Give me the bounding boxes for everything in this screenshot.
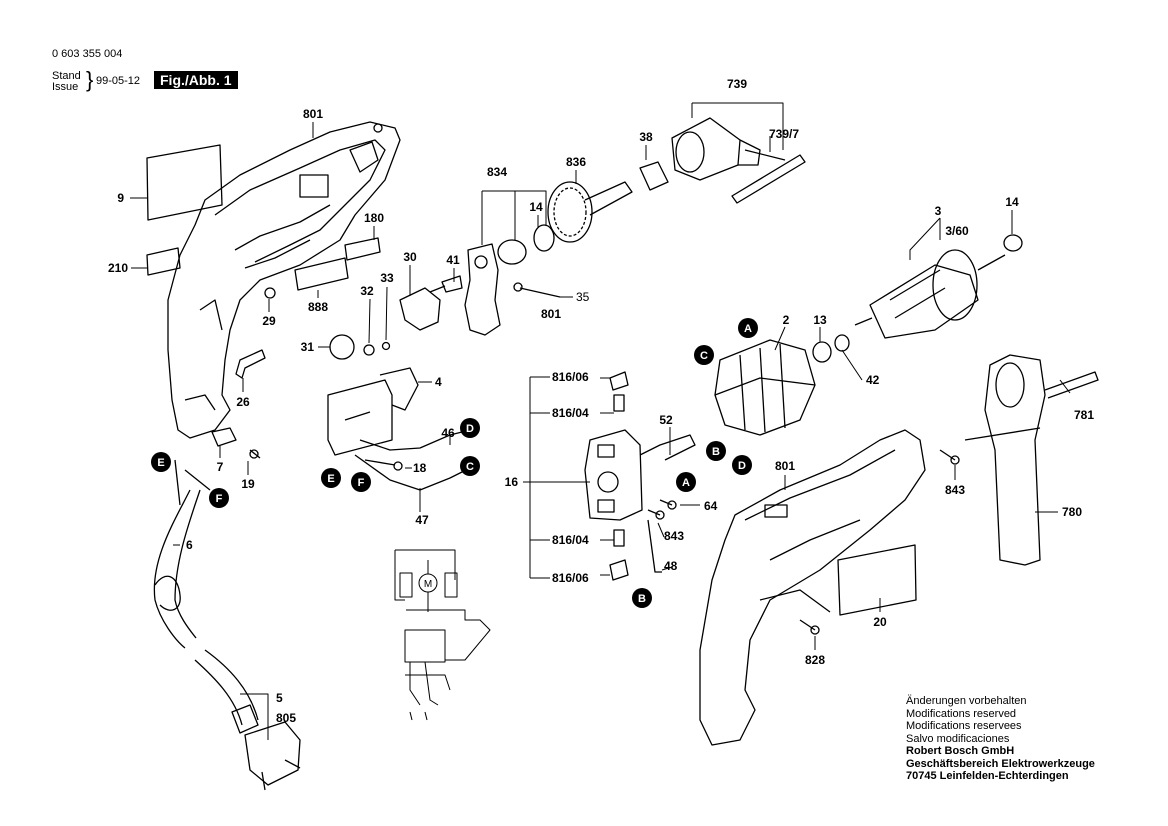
switch-drawing [327, 367, 419, 456]
schematic-motor-symbol: M [424, 579, 432, 590]
marker-f-2: F [358, 477, 365, 489]
marker-b-2: B [638, 593, 646, 605]
brace: } [86, 67, 94, 92]
callout-18: 18 [413, 461, 427, 475]
callout-26: 26 [236, 395, 250, 409]
callout-46: 46 [441, 426, 455, 440]
callout-29: 29 [262, 314, 276, 328]
callout-7: 7 [217, 460, 224, 474]
marker-c-1: C [466, 461, 474, 473]
callout-20: 20 [873, 615, 887, 629]
callout-834: 834 [487, 165, 507, 179]
callout-816-06a: 816/06 [552, 370, 589, 384]
note-line: Änderungen vorbehalten [906, 695, 1027, 707]
marker-e-1: E [157, 457, 164, 469]
stand-label: Stand [52, 70, 81, 82]
company-division: Geschäftsbereich Elektrowerkzeuge [906, 757, 1095, 770]
callout-828: 828 [805, 653, 825, 667]
callout-816-04b: 816/04 [552, 533, 589, 547]
callout-64: 64 [704, 499, 718, 513]
label-210-plate [146, 247, 181, 276]
callout-5: 5 [276, 691, 283, 705]
brush-holder-drawing [584, 429, 643, 521]
callout-3-60: 3/60 [945, 224, 969, 238]
callout-42: 42 [866, 373, 880, 387]
callout-19: 19 [241, 477, 255, 491]
callout-816-06b: 816/06 [552, 571, 589, 585]
label-888-plate [294, 257, 349, 291]
label-20-plate [837, 544, 917, 616]
callout-739-7: 739/7 [769, 127, 799, 141]
callout-33: 33 [380, 271, 394, 285]
power-cord-drawing [153, 489, 191, 649]
marker-f-1: F [216, 493, 223, 505]
notes-block: Änderungen vorbehalten Modifications res… [906, 695, 1095, 783]
marker-c-2: C [700, 350, 708, 362]
callout-781: 781 [1074, 408, 1094, 422]
figure-badge: Fig./Abb. 1 [154, 71, 238, 89]
drill-chuck-drawing [671, 117, 761, 181]
gear-plate-drawing [464, 243, 501, 336]
callout-6: 6 [186, 538, 193, 552]
callout-843b: 843 [945, 483, 965, 497]
marker-b-1: B [712, 446, 720, 458]
callout-801b: 801 [541, 307, 561, 321]
callout-210: 210 [108, 261, 128, 275]
callout-30: 30 [403, 250, 417, 264]
callout-14b: 14 [1005, 195, 1019, 209]
callout-836: 836 [566, 155, 586, 169]
callout-52: 52 [659, 413, 673, 427]
marker-a-1: A [744, 323, 752, 335]
housing-right-drawing [699, 429, 926, 746]
company-name: Robert Bosch GmbH [906, 745, 1015, 757]
field-coil-drawing [714, 339, 816, 436]
callout-3: 3 [935, 204, 942, 218]
callout-843a: 843 [664, 529, 684, 543]
note-line: Modifications reserved [906, 707, 1017, 720]
company-address: 70745 Leinfelden-Echterdingen [906, 770, 1069, 782]
marker-d-1: D [466, 423, 474, 435]
callout-32: 32 [360, 284, 374, 298]
part-number: 0 603 355 004 [52, 48, 123, 60]
callout-31: 31 [301, 340, 315, 354]
callout-2: 2 [783, 313, 790, 327]
callout-38: 38 [639, 130, 653, 144]
callout-48: 48 [664, 559, 678, 573]
callout-13: 13 [813, 313, 827, 327]
label-180-plate [344, 237, 381, 261]
callout-801c: 801 [775, 459, 795, 473]
issue-date: 99-05-12 [96, 75, 141, 87]
callout-816-04a: 816/04 [552, 406, 589, 420]
gear-836-drawing [547, 181, 633, 243]
callout-739: 739 [727, 77, 747, 91]
leader-lines [130, 102, 1071, 740]
note-line: Salvo modificaciones [906, 732, 1010, 745]
housing-left-drawing [167, 121, 401, 439]
callout-35: 35 [576, 290, 590, 304]
label-9-plate [146, 144, 223, 221]
note-line: Modifications reservees [906, 720, 1022, 732]
callout-41: 41 [446, 253, 460, 267]
callout-801a: 801 [303, 107, 323, 121]
marker-d-2: D [738, 460, 746, 472]
callout-805: 805 [276, 711, 296, 725]
callout-180: 180 [364, 211, 384, 225]
armature-drawing [854, 249, 1006, 339]
marker-e-2: E [327, 473, 334, 485]
marker-a-2: A [682, 477, 690, 489]
callout-47: 47 [415, 513, 429, 527]
callout-4: 4 [435, 375, 442, 389]
callout-780: 780 [1062, 505, 1082, 519]
chuck-key-drawing [731, 154, 806, 204]
mains-plug-drawing [244, 721, 301, 786]
issue-label: Issue [52, 81, 79, 93]
wiring-schematic [394, 549, 491, 721]
callout-888: 888 [308, 300, 328, 314]
callout-9: 9 [117, 191, 124, 205]
aux-handle-drawing [964, 354, 1099, 566]
callout-16: 16 [505, 475, 519, 489]
callout-14a: 14 [529, 200, 543, 214]
